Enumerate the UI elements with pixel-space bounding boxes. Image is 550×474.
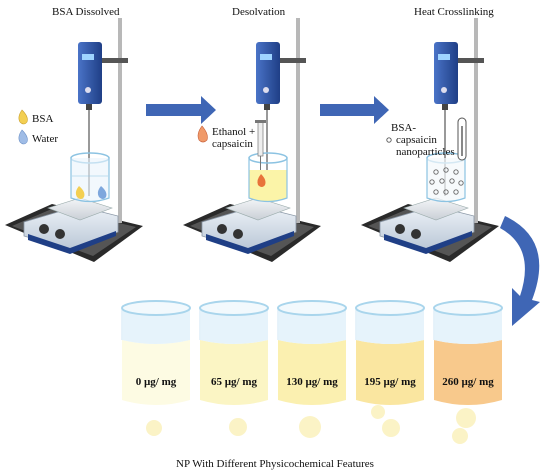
syringe: [255, 120, 266, 170]
label-nano-2: capsaicin: [396, 134, 437, 146]
curved-arrow-icon: [500, 216, 540, 326]
beaker-glass: [278, 308, 346, 344]
beaker-rim: [121, 300, 191, 316]
knob-icon: [217, 224, 227, 234]
station-heat-crosslinking: [361, 18, 499, 262]
product-beaker: [121, 300, 191, 405]
nanoparticle-dot: [452, 428, 468, 444]
arrow-right-icon: [146, 96, 216, 124]
overhead-stirrer-motor: [434, 42, 458, 110]
nanoparticle-dots: [146, 405, 476, 444]
product-beakers: [121, 300, 503, 405]
bsa-drop-icon: [75, 186, 85, 199]
step-title-desolvation: Desolvation: [232, 6, 286, 18]
nanoparticles-in-beaker: [429, 167, 464, 195]
nanoparticle-dot: [146, 420, 162, 436]
beaker-liquid: [356, 340, 424, 405]
ethanol-legend-drop-icon: [197, 125, 208, 143]
nanoparticle-dot: [382, 419, 400, 437]
beaker-rim: [355, 300, 425, 316]
label-nano-3: nanoparticles: [396, 146, 455, 158]
nanoparticle-dot: [229, 418, 247, 436]
stand-rod: [296, 18, 300, 223]
beaker-glass: [356, 308, 424, 344]
concentration-label: 130 µg/ mg: [286, 376, 338, 388]
step-title-heat-crosslinking: Heat Crosslinking: [414, 6, 494, 18]
label-capsaicin: capsaicin: [212, 138, 253, 150]
hotplate-stirrer: [23, 197, 119, 254]
concentration-label: 65 µg/ mg: [210, 376, 258, 388]
label-nano-1: BSA-: [391, 122, 417, 134]
water-legend-drop-icon: [18, 129, 28, 145]
label-ethanol: Ethanol +: [212, 126, 256, 138]
knob-icon: [39, 224, 49, 234]
label-water: Water: [32, 133, 58, 145]
bsa-legend-drop-icon: [18, 109, 28, 125]
water-drop-icon: [97, 186, 107, 199]
overhead-stirrer-motor: [256, 42, 280, 110]
beaker-rim: [277, 300, 347, 316]
step-title-bsa-dissolved: BSA Dissolved: [52, 6, 120, 18]
stand-rod: [118, 18, 122, 223]
knob-icon: [395, 224, 405, 234]
thermometer: [457, 117, 467, 161]
beaker-glass: [434, 308, 502, 344]
concentration-label: 195 µg/ mg: [364, 376, 416, 388]
beaker-liquid: [278, 340, 346, 405]
knob-icon: [55, 229, 65, 239]
beaker-liquid: [434, 340, 502, 405]
concentration-label: 260 µg/ mg: [442, 376, 494, 388]
station-desolvation: [183, 18, 321, 262]
arrow-right-icon: [320, 96, 389, 124]
beaker-glass: [122, 308, 190, 344]
beaker-rim: [433, 300, 503, 316]
knob-icon: [233, 229, 243, 239]
nanoparticle-dot: [299, 416, 321, 438]
product-beaker: [433, 300, 503, 405]
capsaicin-drop-icon: [257, 174, 266, 187]
hotplate-stirrer: [379, 197, 475, 254]
label-bsa: BSA: [32, 113, 54, 125]
product-beaker: [277, 300, 347, 405]
stand-rod: [474, 18, 478, 223]
station-bsa-dissolved: [5, 18, 143, 262]
nanoparticle-legend-icon: [386, 137, 392, 143]
concentration-label: 0 µg/ mg: [135, 376, 177, 388]
beaker-liquid: [122, 340, 190, 405]
product-beaker: [199, 300, 269, 405]
caption: NP With Different Physicochemical Featur…: [176, 458, 374, 470]
hotplate-stirrer: [201, 197, 297, 254]
beaker-rim: [199, 300, 269, 316]
beaker-glass: [200, 308, 268, 344]
product-beaker: [355, 300, 425, 405]
nanoparticle-dot: [371, 405, 385, 419]
nanoparticle-dot: [456, 408, 476, 428]
beaker-liquid: [200, 340, 268, 405]
knob-icon: [411, 229, 421, 239]
overhead-stirrer-motor: [78, 42, 102, 110]
